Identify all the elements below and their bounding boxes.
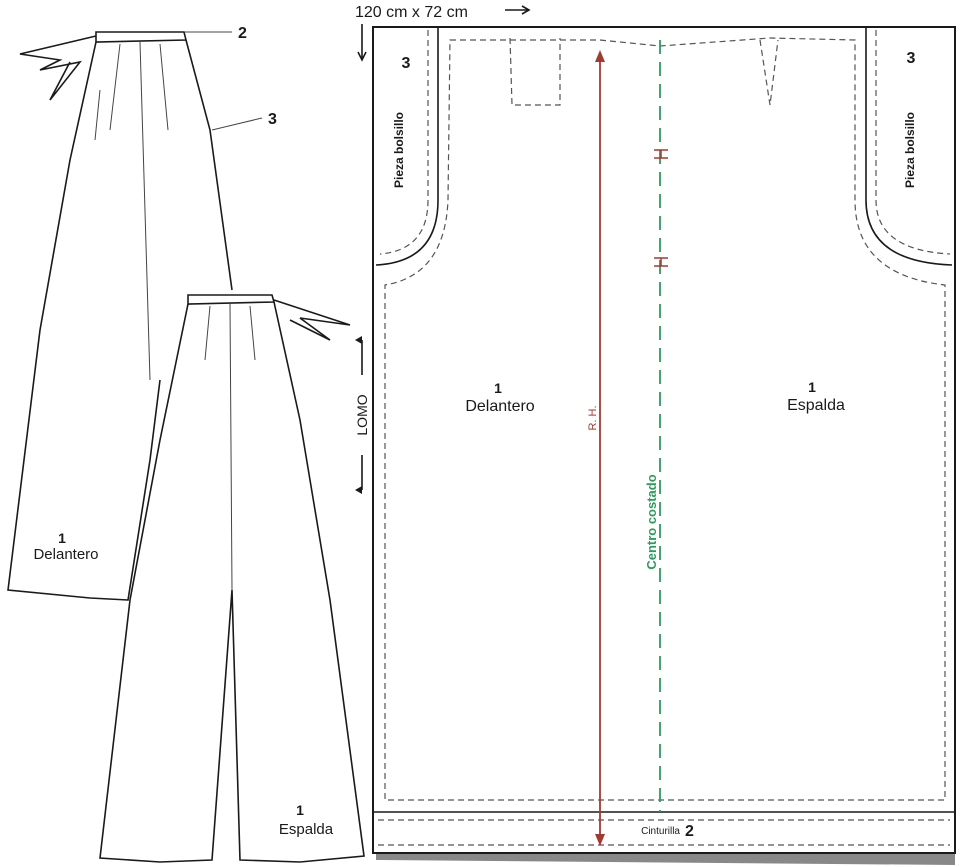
pattern-sheet — [372, 26, 956, 865]
pattern-back-label: Espalda — [787, 397, 845, 414]
rh-label: R. H. — [587, 405, 599, 430]
pattern-front-number: 1 — [494, 380, 502, 396]
waistband-label: Cinturilla — [641, 826, 680, 837]
dimensions-label: 120 cm x 72 cm — [355, 4, 468, 21]
width-arrow-icon — [505, 5, 531, 15]
pocket-left-number: 3 — [402, 55, 411, 72]
height-arrow-icon — [357, 24, 367, 62]
back-number: 1 — [296, 802, 304, 818]
pocket-right-label: Pieza bolsillo — [903, 112, 917, 188]
fold-label: LOMO — [354, 394, 370, 435]
pattern-front-label: Delantero — [465, 398, 534, 415]
back-pants-illustration: 1 Espalda — [99, 294, 365, 863]
front-pants-illustration: 2 3 1 Delantero — [7, 25, 277, 601]
back-label: Espalda — [279, 821, 334, 838]
pocket-left-label: Pieza bolsillo — [392, 112, 406, 188]
pocket-right-number: 3 — [907, 50, 916, 67]
front-label: Delantero — [33, 546, 98, 563]
callout-waistband: 2 — [238, 25, 247, 42]
pattern-back-number: 1 — [808, 379, 816, 395]
waistband-number: 2 — [685, 823, 694, 840]
callout-pocket: 3 — [268, 111, 277, 128]
front-number: 1 — [58, 530, 66, 546]
side-center-label: Centro costado — [644, 474, 659, 569]
fold-marker: LOMO — [354, 336, 370, 494]
